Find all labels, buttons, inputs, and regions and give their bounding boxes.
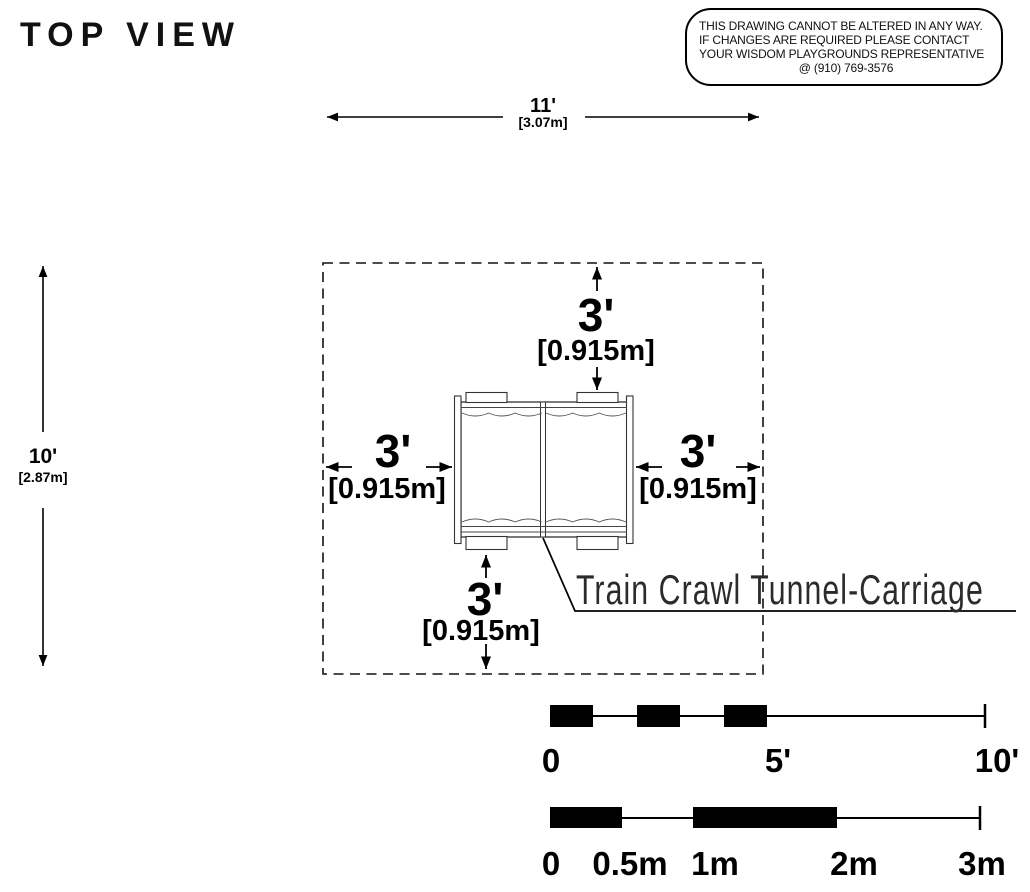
equipment-label: Train Crawl Tunnel-Carriage: [576, 566, 984, 613]
dim-clearance-bottom-meters: [0.915m]: [422, 615, 540, 647]
scale-meters-label-0: 0: [541, 845, 561, 882]
disclaimer-line-1: THIS DRAWING CANNOT BE ALTERED IN ANY WA…: [699, 19, 983, 33]
scale-meters-label-1: 1m: [691, 845, 739, 882]
scale-feet-label-0: 0: [541, 742, 561, 779]
equipment-drawing: [453, 391, 634, 551]
dim-clearance-top-feet: 3': [577, 289, 615, 341]
disclaimer-phone: @ (910) 769-3576: [798, 61, 894, 76]
dim-clearance-bottom-feet: 3': [466, 573, 504, 625]
scale-feet-label-5: 5': [764, 742, 792, 779]
equipment-label-leader-line: [542, 537, 1016, 612]
dim-clearance-left-meters: [0.915m]: [328, 473, 446, 505]
scale-meters-label-05: 0.5m: [592, 845, 668, 882]
disclaimer-box: THIS DRAWING CANNOT BE ALTERED IN ANY WA…: [685, 8, 1003, 86]
dim-clearance-left-feet: 3': [374, 425, 412, 477]
disclaimer-line-2: IF CHANGES ARE REQUIRED PLEASE CONTACT: [699, 33, 970, 48]
dim-overall-width-feet: 11': [530, 95, 556, 117]
dim-clearance-right-feet: 3': [679, 425, 717, 477]
dim-overall-width-meters: [3.07m]: [518, 114, 568, 130]
scale-feet-label-10: 10': [974, 742, 1020, 779]
scale-bar-feet: [550, 704, 987, 728]
scale-meters-label-3: 3m: [958, 845, 1006, 882]
scale-bar-meters: [550, 806, 982, 830]
use-zone-boundary: [322, 262, 764, 675]
dim-clearance-right-meters: [0.915m]: [639, 473, 757, 505]
page-title: TOP VIEW: [20, 16, 242, 54]
disclaimer-line-3: YOUR WISDOM PLAYGROUNDS REPRESENTATIVE: [699, 47, 985, 62]
dim-clearance-top-meters: [0.915m]: [537, 335, 655, 367]
dim-overall-depth-feet: 10': [28, 445, 58, 468]
scale-meters-label-2: 2m: [830, 845, 878, 882]
dim-overall-depth-meters: [2.87m]: [18, 469, 68, 485]
